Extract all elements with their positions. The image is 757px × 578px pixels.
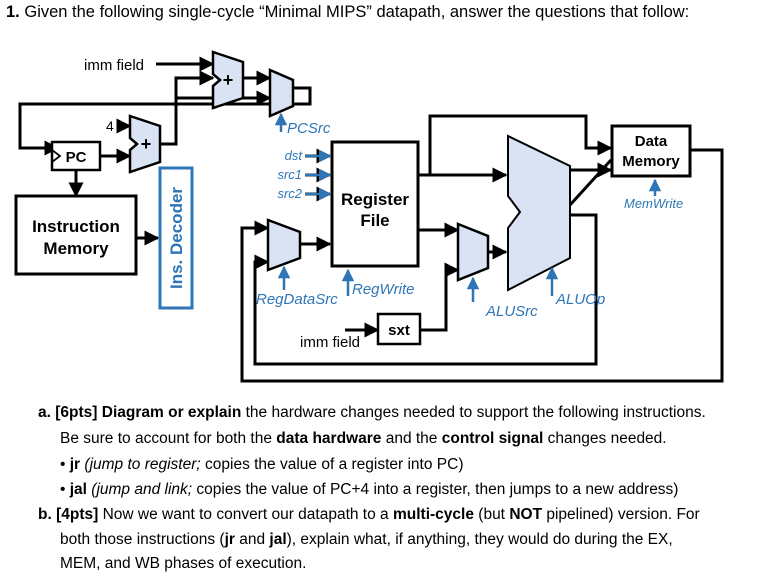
data-memory-box [610,124,692,178]
upper-adder-plus: + [223,70,234,90]
imm-field-bottom-label: imm field [300,334,360,351]
regwrite-label: RegWrite [352,281,415,298]
instruction-label: Instruction [32,217,120,236]
question-text: Given the following single-cycle “Minima… [24,3,690,21]
part-b-line1: b. [4pts] Now we want to convert our dat… [38,506,700,523]
src1-label: src1 [277,167,302,182]
part-a-bullet-jal: • jal (jump and link; copies the value o… [60,481,679,498]
wire-pc4-up [160,70,215,146]
wire-sxt-mux [420,262,460,332]
imm-field-top-label: imm field [84,57,144,74]
part-a-bullet-jr: • jr (jump to register; copies the value… [60,456,464,473]
pc-label: PC [66,149,87,166]
wire-dmem-mux [240,148,724,383]
regdatasrc-label: RegDataSrc [256,291,338,308]
part-b-line2: both those instructions (jr and jal), ex… [60,531,673,548]
part-b-line3: MEM, and WB phases of execution. [60,555,307,572]
sxt-label: sxt [388,322,410,339]
wire-rf-dmem [428,114,613,175]
pc-mux [268,68,295,118]
memwrite-label: MemWrite [624,196,683,211]
data-memory-line1: Data [635,133,668,150]
src2-label: src2 [277,186,302,201]
datapath-diagram: + + imm field 4 PCSrc PC dst src1 sr [14,50,724,383]
part-a-line2: Be sure to account for both the data har… [60,430,667,447]
question-title: 1. Given the following single-cycle “Min… [6,3,689,22]
dst-label: dst [285,148,304,163]
part-a-line1: a. [6pts] Diagram or explain the hardwar… [38,404,706,421]
pc-adder [128,114,162,174]
alusrc-mux [456,222,490,282]
instruction-memory-box [14,194,138,276]
question-number: 1. [6,3,20,21]
file-label: File [360,211,389,230]
pcsrc-label: PCSrc [287,120,331,137]
upper-adder [211,50,245,110]
regdatasrc-mux [266,218,302,272]
decoder-label: Ins. Decoder [167,187,186,289]
four-label: 4 [106,118,114,134]
sxt-box [376,312,422,346]
data-memory-line2: Memory [622,153,680,170]
register-label: Register [341,190,409,209]
alu [507,134,571,292]
wire-alu-dmem-stub [568,158,613,207]
alusrc-label: ALUSrc [485,303,538,320]
instruction-decoder-box [158,166,194,310]
aluop-label: ALUOp [555,291,605,308]
register-file-box [330,140,420,268]
instruction-memory-label: Memory [43,239,109,258]
wire-pc-loop [18,86,312,156]
pc-adder-plus: + [141,134,152,154]
wire-alu-mux [253,213,598,366]
